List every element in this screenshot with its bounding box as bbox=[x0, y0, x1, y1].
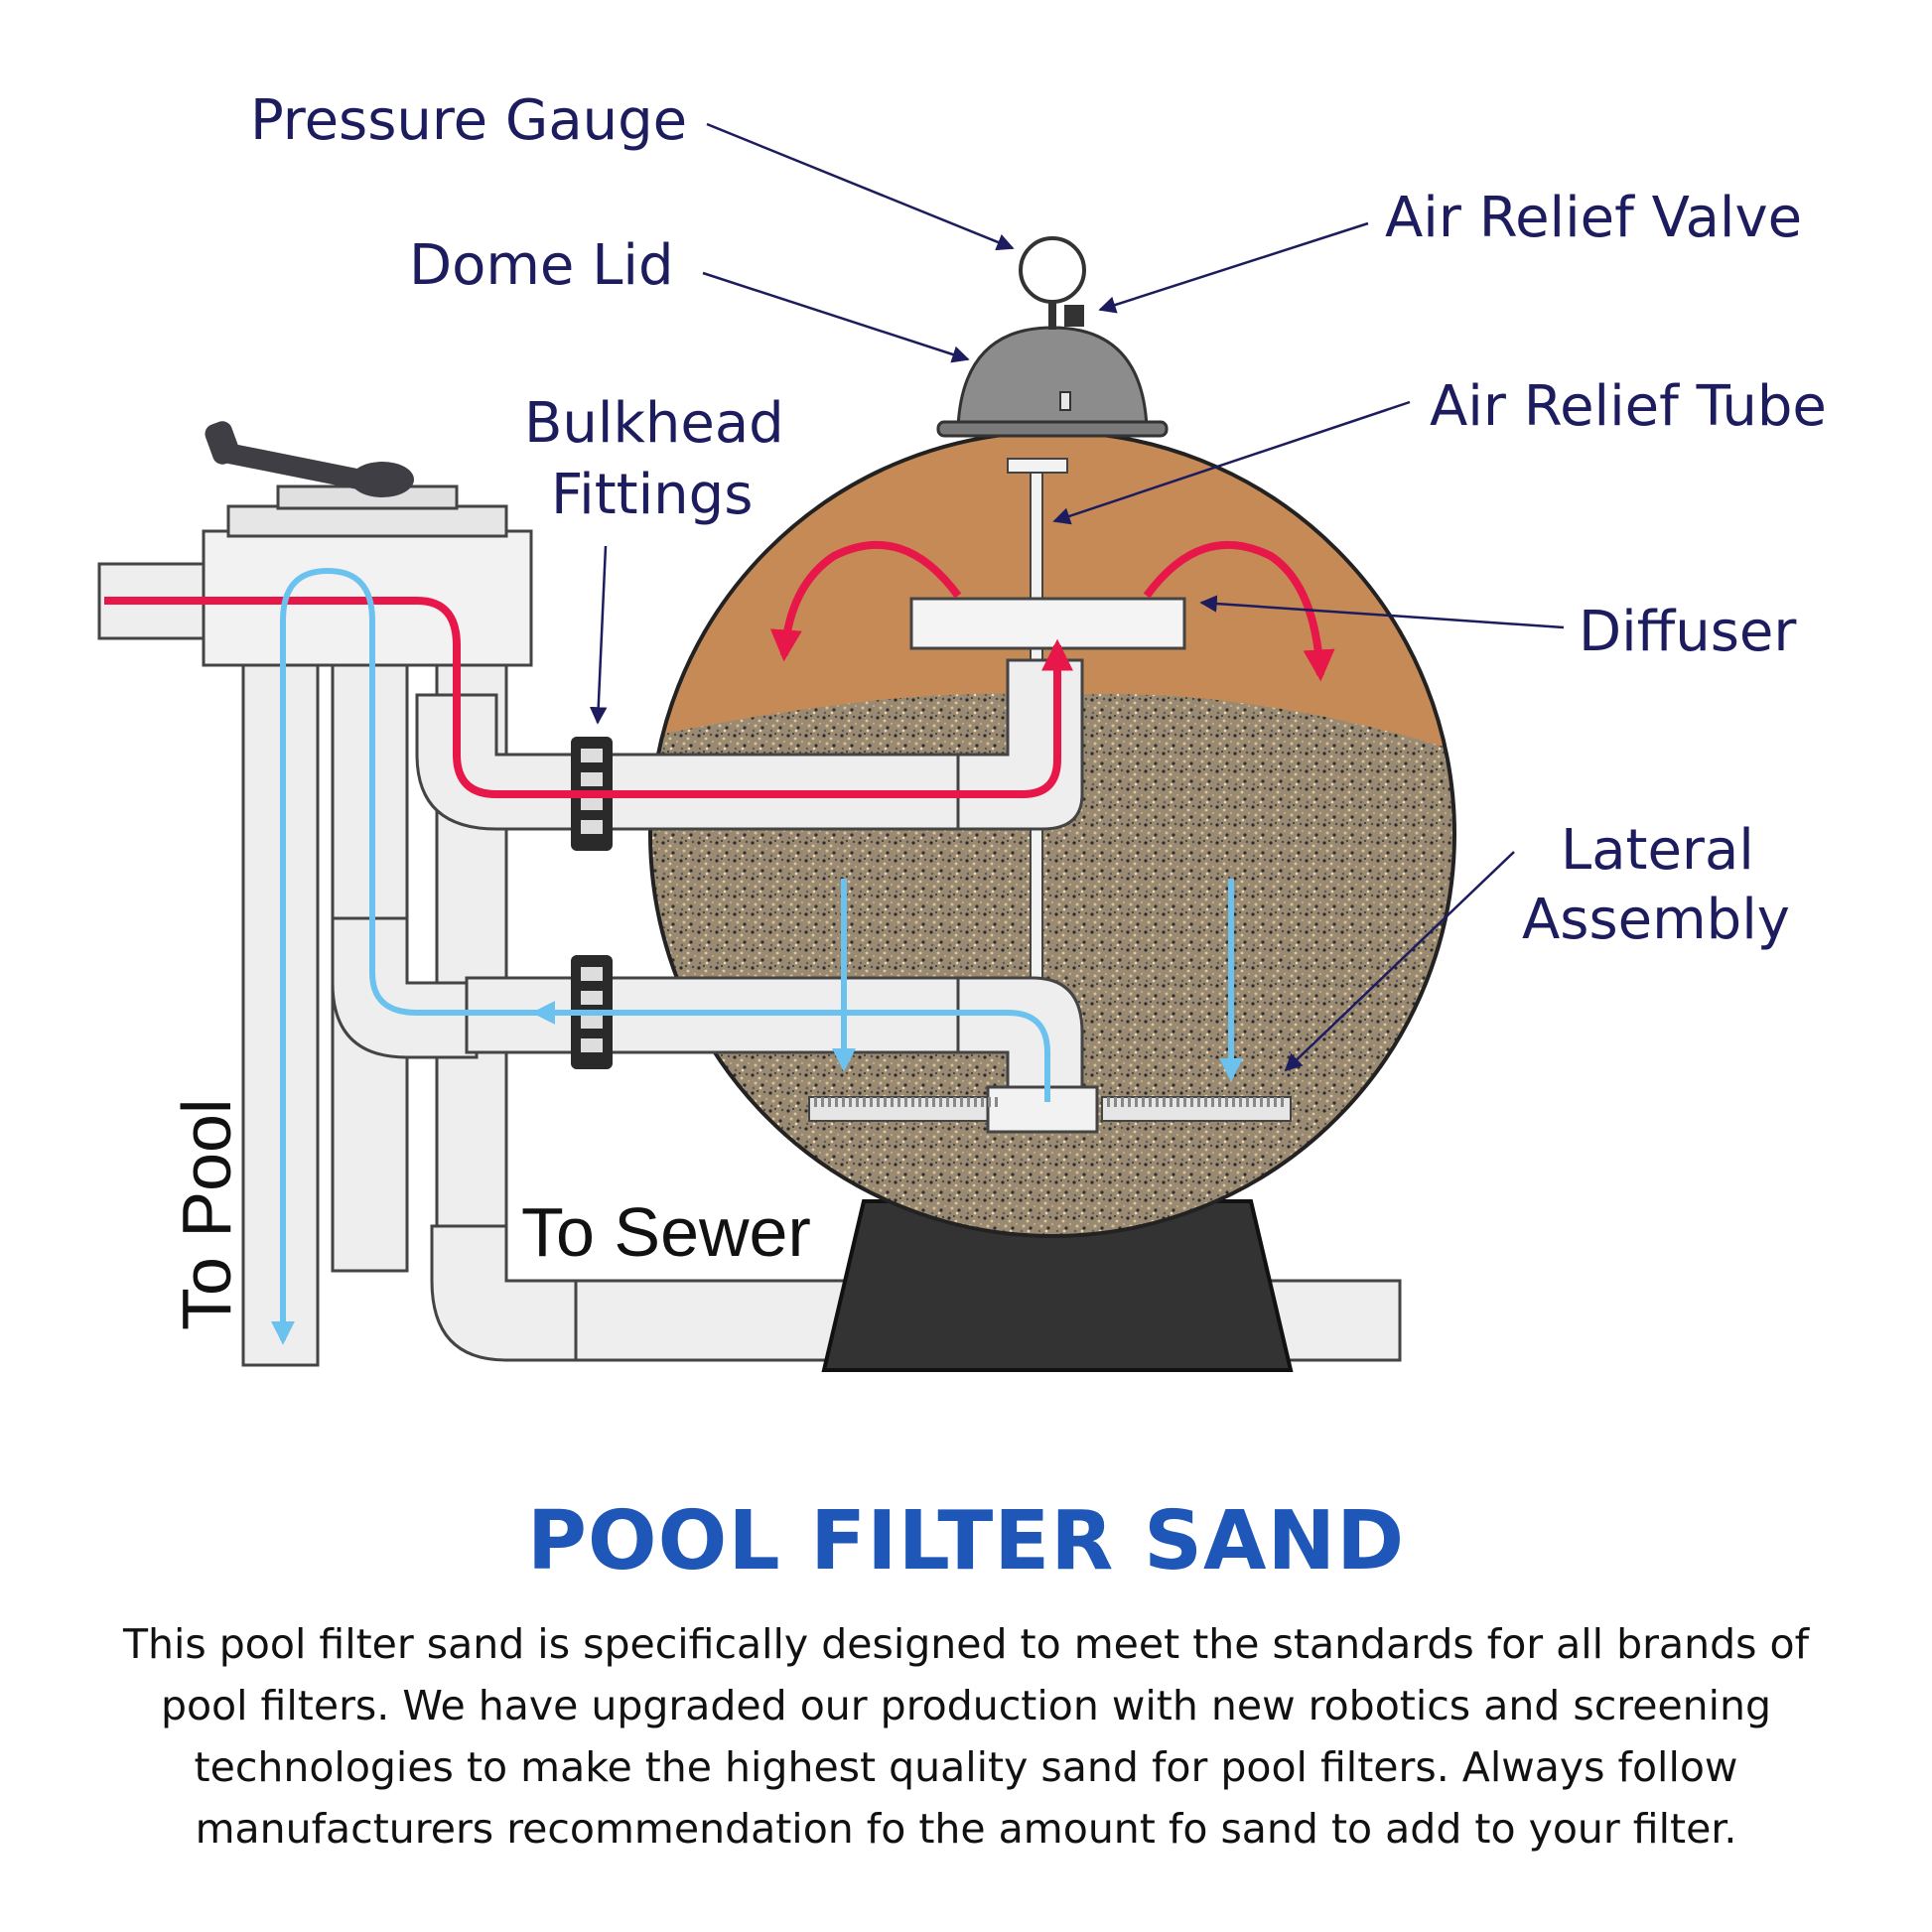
lateral-label-line2: Assembly bbox=[1522, 888, 1790, 952]
air-relief-valve-label: Air Relief Valve bbox=[1385, 186, 1802, 250]
inflow-arrows bbox=[104, 540, 1335, 798]
dome-lid bbox=[956, 326, 1149, 429]
pressure-gauge bbox=[1019, 236, 1086, 304]
filter-tank bbox=[465, 236, 1456, 1372]
diffuser bbox=[909, 597, 1186, 650]
air-relief-tube-label: Air Relief Tube bbox=[1430, 374, 1827, 439]
to-pool-label: To Pool bbox=[168, 1099, 245, 1330]
bulkhead-label-line2: Fittings bbox=[551, 463, 753, 527]
lateral-label-line1: Lateral bbox=[1561, 818, 1754, 883]
lateral-assembly bbox=[808, 1085, 1292, 1134]
to-sewer-label: To Sewer bbox=[521, 1193, 811, 1271]
bulkhead-label-line1: Bulkhead bbox=[524, 391, 784, 456]
pressure-gauge-label: Pressure Gauge bbox=[250, 88, 687, 153]
outflow-arrows bbox=[271, 567, 1243, 1345]
label-pointers bbox=[589, 122, 1565, 1072]
page-title: POOL FILTER SAND bbox=[526, 1494, 1406, 1588]
air-relief-valve bbox=[1064, 305, 1084, 327]
dome-lid-label: Dome Lid bbox=[409, 233, 674, 298]
product-description: This pool filter sand is specifically de… bbox=[122, 1620, 1810, 1853]
diffuser-label: Diffuser bbox=[1579, 600, 1797, 664]
